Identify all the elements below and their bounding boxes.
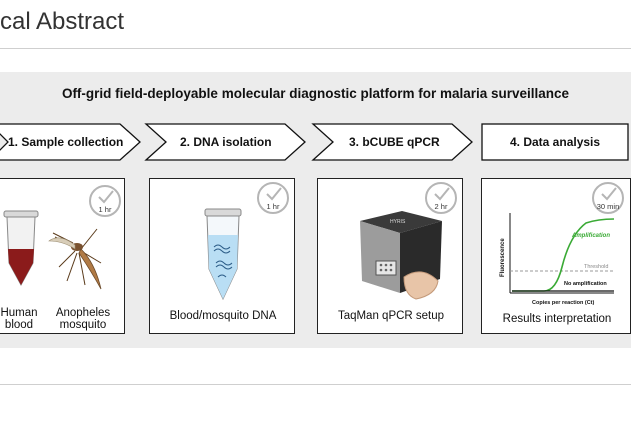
caption-mosquito-line2: mosquito: [59, 319, 107, 331]
caption-mosquito-line1: Anopheles: [55, 307, 111, 319]
time-label: 1 hr: [266, 202, 280, 211]
blood-tube-icon: [3, 210, 39, 287]
time-label: 2 hr: [434, 202, 448, 211]
clock-icon: 30 min: [592, 182, 624, 214]
threshold-label: Threshold: [584, 264, 608, 270]
clock-icon: 2 hr: [425, 182, 457, 214]
clock-icon: 1 hr: [257, 182, 289, 214]
dna-tube-icon: [204, 208, 242, 301]
caption-qpcr: TaqMan qPCR setup: [337, 310, 445, 322]
step-arrow-1: [0, 123, 141, 161]
card-dna-isolation: 1 hr Blood/mosquito DNA: [149, 178, 295, 334]
amplification-curve: [512, 218, 615, 292]
clock-icon: 1 hr: [89, 185, 121, 217]
card-data-analysis: Fluorescence Copies per reaction (Ct) Am…: [481, 178, 631, 334]
card-sample-collection: 1 hr Human blood Anopheles mosquito: [0, 178, 125, 334]
title-divider: [0, 48, 631, 49]
page-title: cal Abstract: [0, 8, 125, 35]
step-box-4: [481, 123, 629, 161]
step-2-label: 2. DNA isolation: [180, 135, 272, 149]
bcube-device-icon: HYRIS: [360, 211, 442, 300]
bottom-divider: [0, 384, 631, 385]
device-brand-label: HYRIS: [390, 219, 406, 225]
time-label: 1 hr: [98, 205, 112, 214]
time-label: 30 min: [596, 202, 620, 211]
step-1-label: 1. Sample collection: [8, 135, 124, 149]
caption-human-line1: Human: [0, 307, 38, 319]
plot-xlabel: Copies per reaction (Ct): [532, 300, 595, 306]
step-arrows: [0, 123, 629, 161]
step-arrow-3: [311, 123, 473, 161]
plot-ylabel: Fluorescence: [500, 238, 506, 277]
card-bcube-qpcr: HYRIS 2 hr TaqMan qPCR setup: [317, 178, 463, 334]
mosquito-icon: [48, 228, 102, 290]
caption-dna: Blood/mosquito DNA: [169, 310, 277, 322]
caption-results: Results interpretation: [502, 313, 612, 325]
step-arrow-2: [144, 123, 306, 161]
no-amplification-label: No amplification: [564, 281, 607, 287]
amplification-plot: Fluorescence Copies per reaction (Ct) Am…: [500, 213, 615, 306]
amplification-label: Amplification: [571, 233, 610, 239]
caption-human-line2: blood: [4, 319, 34, 331]
step-4-label: 4. Data analysis: [510, 135, 601, 149]
step-3-label: 3. bCUBE qPCR: [349, 135, 440, 149]
abstract-title: Off-grid field-deployable molecular diag…: [61, 86, 570, 101]
